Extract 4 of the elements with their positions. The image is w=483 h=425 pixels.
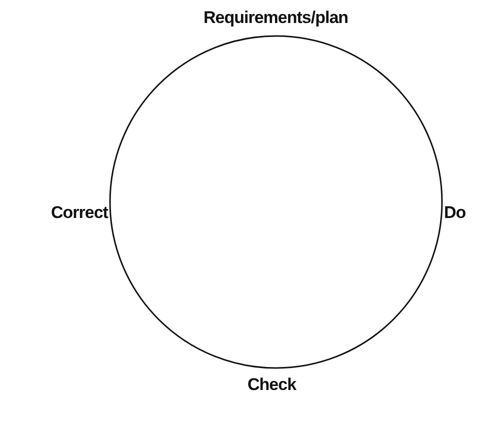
stage-label: Requirements/plan bbox=[204, 8, 348, 28]
stage-label: Check bbox=[248, 375, 296, 395]
stage-label: Do bbox=[444, 203, 466, 223]
stage-label: Correct bbox=[51, 203, 108, 223]
